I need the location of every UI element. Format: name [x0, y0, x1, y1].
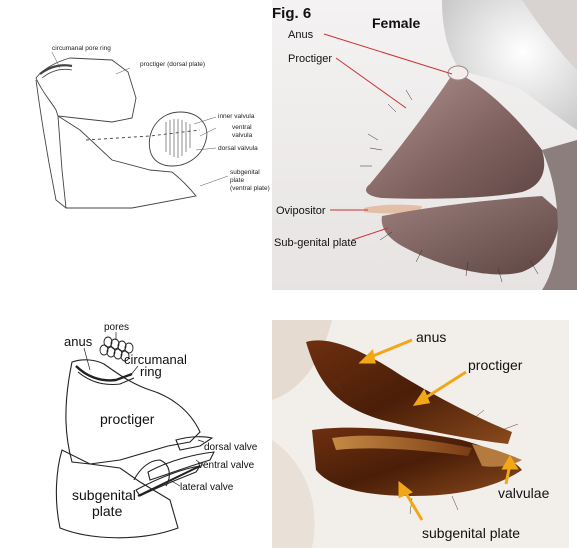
photo-bottom-right-svg: anus proctiger valvulae subgenital plate: [272, 320, 569, 548]
label-ventral-1: ventral: [232, 124, 252, 131]
label-dorsal-valvula: dorsal valvula: [218, 145, 258, 152]
photo-female-svg: Fig. 6 Female Anus Proctiger Ovipositor …: [272, 0, 577, 290]
label-ovipositor-photo: Ovipositor: [276, 205, 326, 217]
line-drawing-bottom-left-svg: pores anus circumanal ring proctiger dor…: [0, 300, 270, 548]
label-subgenital-2: plate: [230, 177, 244, 184]
anus-opening: [448, 66, 468, 80]
figure-female-title: Female: [372, 15, 420, 31]
label-ventral-valve: ventral valve: [198, 460, 255, 471]
label-subgenital-1: subgenital: [230, 169, 260, 176]
line-drawing-top-left: circumanal pore ring proctiger (dorsal p…: [0, 0, 270, 270]
label-lateral-valve: lateral valve: [180, 482, 234, 493]
line-drawing-bottom-left: pores anus circumanal ring proctiger dor…: [0, 300, 270, 548]
label-anus-br: anus: [416, 329, 446, 345]
label-circumanal-pore-ring: circumanal pore ring: [52, 45, 111, 52]
label-dorsal-valve: dorsal valve: [204, 442, 258, 453]
label-pores: pores: [104, 322, 129, 333]
label-proctiger-br: proctiger: [468, 357, 523, 373]
photo-female-top-right: Fig. 6 Female Anus Proctiger Ovipositor …: [272, 0, 577, 290]
label-subgenital-photo: Sub-genital plate: [274, 237, 357, 249]
label-proctiger-bl: proctiger: [100, 411, 155, 427]
label-anus-bl: anus: [64, 334, 93, 349]
photo-bottom-right: anus proctiger valvulae subgenital plate: [272, 320, 569, 548]
label-subgenital-br: subgenital plate: [422, 525, 520, 541]
circumanal-ring-bl: [76, 366, 132, 380]
label-ventral-2: valvula: [232, 132, 253, 139]
label-proctiger-photo: Proctiger: [288, 53, 332, 65]
label-circumanal-2: ring: [140, 364, 162, 379]
label-subgenital-1-bl: subgenital: [72, 487, 136, 503]
line-drawing-top-left-svg: circumanal pore ring proctiger (dorsal p…: [0, 0, 270, 270]
label-subgenital-2-bl: plate: [92, 503, 123, 519]
label-inner-valvula: inner valvula: [218, 113, 255, 120]
label-valvulae-br: valvulae: [498, 485, 550, 501]
figure-number: Fig. 6: [272, 5, 311, 22]
label-proctiger-dorsal-plate: proctiger (dorsal plate): [140, 61, 205, 68]
label-anus-photo: Anus: [288, 29, 314, 41]
subgenital-outline: [58, 116, 196, 208]
label-subgenital-3: (ventral plate): [230, 185, 270, 192]
